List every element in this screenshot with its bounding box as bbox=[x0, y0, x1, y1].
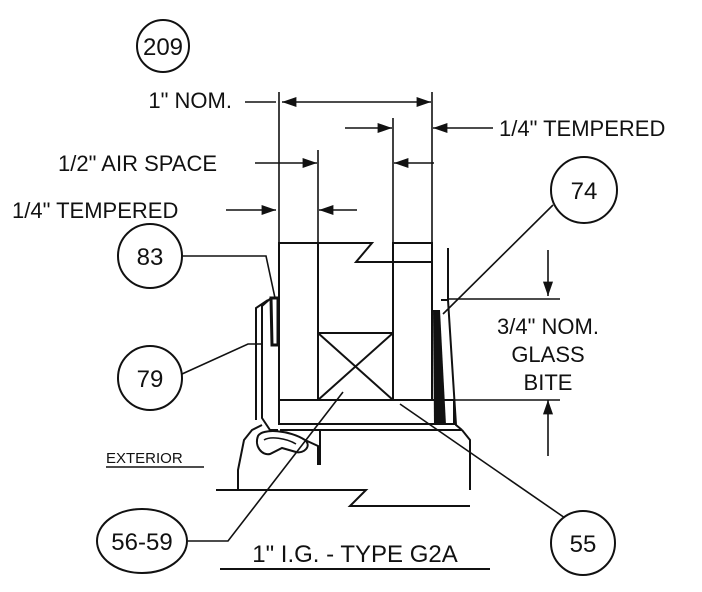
dimension-glass-bite: 3/4" NOM. GLASS BITE bbox=[448, 250, 599, 456]
nominal-width-label: 1" NOM. bbox=[148, 88, 232, 113]
interior-wedge-gasket bbox=[433, 310, 446, 425]
callout-74: 74 bbox=[442, 156, 618, 315]
callout-55-text: 55 bbox=[570, 531, 597, 558]
callout-56-59: 56-59 bbox=[96, 391, 344, 574]
insulated-glass-unit bbox=[278, 242, 455, 425]
callout-79-text: 79 bbox=[137, 366, 164, 393]
exterior-glazing-tape bbox=[269, 296, 280, 347]
detail-tag-209: 209 bbox=[136, 19, 190, 73]
dimension-tempered-outer: 1/4" TEMPERED bbox=[345, 116, 665, 141]
glass-bite-line-1: 3/4" NOM. bbox=[497, 314, 599, 339]
detail-title: 1" I.G. - TYPE G2A bbox=[252, 541, 457, 568]
outer-glass-lite bbox=[278, 242, 319, 401]
callout-79: 79 bbox=[117, 343, 262, 411]
callout-56-59-text: 56-59 bbox=[111, 529, 172, 556]
frame-profile bbox=[216, 248, 471, 507]
tempered-inner-label: 1/4" TEMPERED bbox=[12, 198, 178, 223]
callout-55: 55 bbox=[399, 403, 616, 576]
dimension-nominal-width: 1" NOM. bbox=[148, 88, 431, 113]
exterior-glazing-bead bbox=[256, 430, 309, 456]
callout-83: 83 bbox=[117, 223, 276, 299]
tempered-outer-label: 1/4" TEMPERED bbox=[499, 116, 665, 141]
break-line-top bbox=[279, 242, 433, 263]
setting-block bbox=[278, 399, 455, 425]
exterior-label: EXTERIOR bbox=[106, 450, 183, 467]
air-space-label: 1/2" AIR SPACE bbox=[58, 151, 217, 176]
extension-lines bbox=[278, 92, 433, 243]
break-line-bottom bbox=[238, 489, 470, 507]
glass-bite-line-3: BITE bbox=[524, 370, 573, 395]
inner-glass-lite bbox=[392, 242, 433, 401]
exterior-label-group: EXTERIOR bbox=[106, 450, 204, 468]
callout-83-text: 83 bbox=[137, 244, 164, 271]
detail-title-group: 1" I.G. - TYPE G2A bbox=[220, 541, 490, 570]
dimension-tempered-inner: 1/4" TEMPERED bbox=[12, 198, 357, 223]
glass-bite-line-2: GLASS bbox=[511, 342, 584, 367]
dimension-air-space: 1/2" AIR SPACE bbox=[58, 151, 434, 176]
callout-74-text: 74 bbox=[571, 178, 598, 205]
detail-tag-text: 209 bbox=[143, 34, 183, 61]
